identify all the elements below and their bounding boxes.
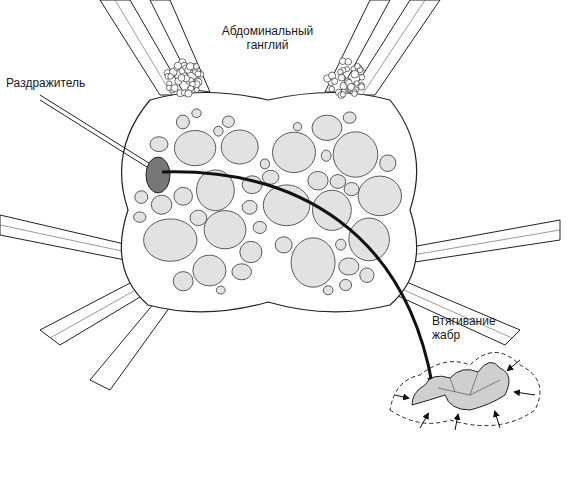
gill-extended-outline [390,353,540,426]
neuron-cell [174,131,215,166]
neuron-cell [232,264,252,280]
neuron-cell [214,126,223,136]
bag-cell [355,63,361,69]
nerve-fibres [0,0,560,338]
neuron-cell [242,200,257,214]
neuron-cell [144,219,197,261]
bag-cell [358,84,364,90]
stimulating-electrode [40,95,160,174]
neuron-cell [204,211,246,249]
motor-axon [162,172,432,383]
neuron-cell [330,175,346,189]
neuron-cell [344,183,359,196]
neuron-cell [173,272,193,291]
neuron-cell [240,241,262,262]
bag-cell [351,70,359,78]
bag-cell [352,91,358,97]
nerve-trunks [0,0,560,390]
neuron-cell [358,176,401,216]
neuron-cell [262,170,279,184]
neuron-cell [343,112,356,123]
bag-cell [354,81,359,86]
bag-cell [168,74,174,80]
neuron-cell [273,132,316,172]
neuron-cell [308,171,328,190]
neuron-cell [174,187,193,205]
bag-cell [340,92,345,97]
bag-cell [174,62,181,69]
neuron-cell [293,123,301,131]
cell-clusters [164,58,365,99]
gill-veins [438,372,500,395]
stimulated-neuron [146,157,170,193]
bag-cell [338,74,345,81]
neuron-cell [190,210,207,225]
neuron-cell [339,258,359,275]
neuron-cell [150,137,168,152]
bag-cell [348,83,355,90]
neuron-cell [291,238,335,287]
neuron-cell [323,286,333,295]
label-text: Втягивание жабр [432,314,517,342]
neuron-cell [216,286,225,294]
neuron-cell [349,218,390,261]
neuron-cell [151,195,172,214]
bag-cell [187,63,194,70]
neuron-cells [134,109,402,295]
neuron-cell [360,268,374,283]
bag-cell [171,85,178,92]
bag-cell [185,90,192,97]
neuron-cell [135,191,148,204]
neuron-cell [321,150,331,161]
bag-cell [194,64,200,70]
neuron-cell [275,237,292,253]
bag-cell [338,92,345,99]
bag-cell [345,59,352,66]
bag-cell [329,86,335,92]
neuron-cell [134,212,146,222]
neuron-cell [340,279,352,290]
neuron-cell [176,115,189,129]
neuron-cell [260,159,269,169]
contraction-arrows [395,360,535,430]
label-text: Абдоминальный ганглий [205,24,330,52]
neuron-cell [192,109,201,118]
neuron-cell [221,130,258,164]
neuron-cell [333,132,378,177]
label-text: Раздражитель [6,76,116,90]
gill [412,362,509,410]
bag-cell [195,71,201,77]
ganglion-sheath [121,93,416,312]
neuron-cell [193,255,226,286]
neuron-cell [336,239,346,250]
bag-cell [359,75,365,81]
neuron-cell [222,116,234,127]
neuron-cell [380,155,396,172]
bag-cell [332,78,338,84]
bag-cell [338,69,344,75]
neuron-cell [253,221,266,233]
bag-cell [178,75,185,82]
neuron-cell [312,115,342,140]
